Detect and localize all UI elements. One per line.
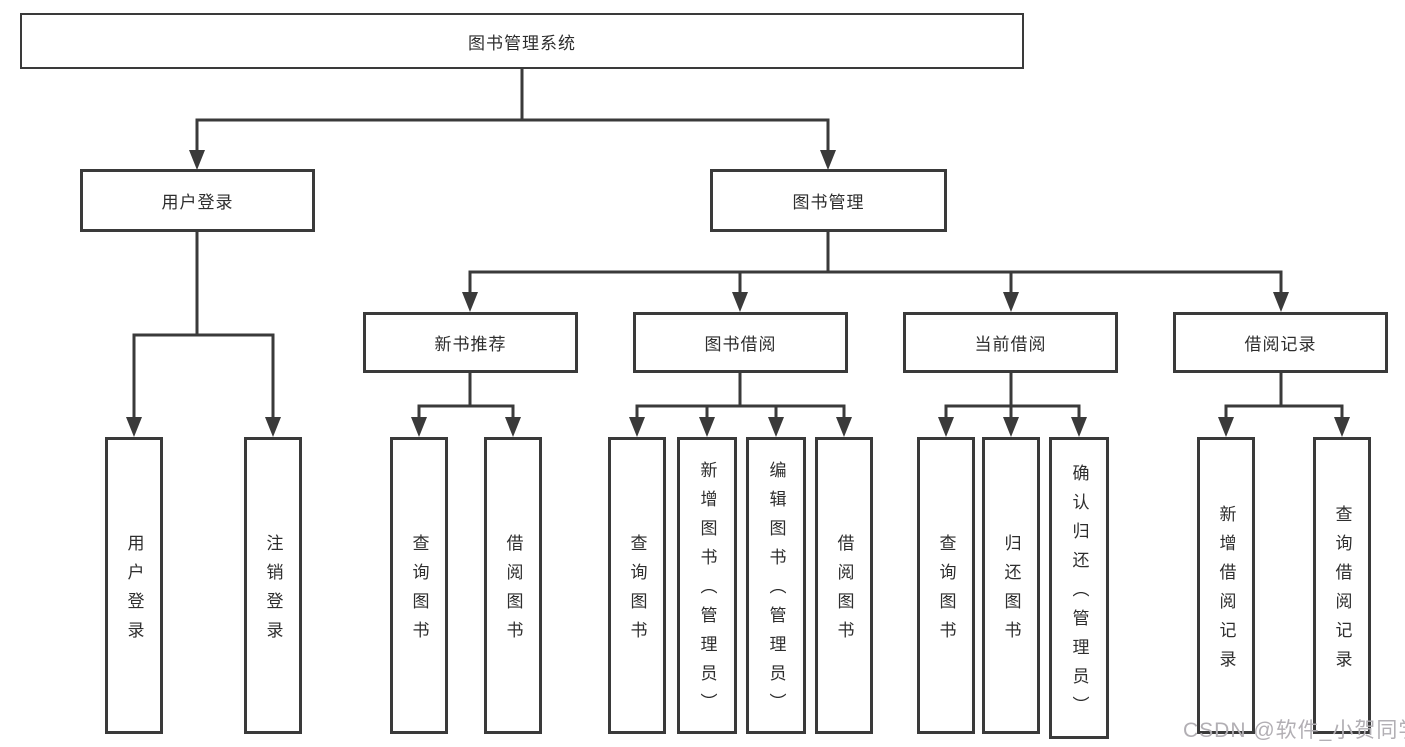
node-label: 借阅图书 (834, 533, 854, 650)
leaf-query-books-borrowing: 查询图书 (608, 437, 666, 734)
leaf-query-books-current: 查询图书 (917, 437, 975, 734)
node-label: 用户登录 (124, 533, 144, 650)
node-label: 注销登录 (263, 533, 283, 650)
node-borrowing-records: 借阅记录 (1173, 312, 1388, 373)
node-label: 用户登录 (161, 193, 234, 212)
node-library-management-system: 图书管理系统 (20, 13, 1024, 69)
node-label: 图书管理系统 (468, 33, 576, 53)
node-label: 查询图书 (936, 533, 956, 650)
node-label: 查询图书 (627, 533, 647, 650)
node-label: 编辑图书（管理员） (766, 461, 786, 722)
node-label: 新增图书（管理员） (697, 461, 717, 722)
node-new-book-recommendation: 新书推荐 (363, 312, 578, 373)
leaf-query-borrow-record: 查询借阅记录 (1313, 437, 1371, 734)
node-label: 新增借阅记录 (1216, 504, 1236, 679)
node-book-borrowing: 图书借阅 (633, 312, 848, 373)
leaf-user-login: 用户登录 (105, 437, 163, 734)
node-label: 新书推荐 (434, 335, 507, 354)
leaf-logout: 注销登录 (244, 437, 302, 734)
node-label: 确认归还（管理员） (1069, 463, 1089, 725)
leaf-borrow-books-recommend: 借阅图书 (484, 437, 542, 734)
node-current-borrowing: 当前借阅 (903, 312, 1118, 373)
node-label: 归还图书 (1001, 533, 1021, 650)
node-label: 查询借阅记录 (1332, 504, 1352, 679)
leaf-return-books: 归还图书 (982, 437, 1040, 734)
leaf-edit-book-admin: 编辑图书（管理员） (746, 437, 806, 734)
leaf-add-book-admin: 新增图书（管理员） (677, 437, 737, 734)
leaf-borrow-books-borrowing: 借阅图书 (815, 437, 873, 734)
leaf-add-borrow-record: 新增借阅记录 (1197, 437, 1255, 734)
node-label: 借阅记录 (1244, 335, 1317, 354)
csdn-watermark: CSDN @软件_小贺同学 (1183, 719, 1405, 742)
node-label: 当前借阅 (974, 335, 1047, 354)
leaf-query-books-recommend: 查询图书 (390, 437, 448, 734)
node-label: 查询图书 (409, 533, 429, 650)
node-label: 借阅图书 (503, 533, 523, 650)
node-label: 图书借阅 (704, 335, 777, 354)
arrowheads (126, 150, 1350, 437)
node-book-management: 图书管理 (710, 169, 947, 232)
node-label: 图书管理 (792, 193, 865, 212)
leaf-confirm-return-admin: 确认归还（管理员） (1049, 437, 1109, 739)
node-user-login: 用户登录 (80, 169, 315, 232)
